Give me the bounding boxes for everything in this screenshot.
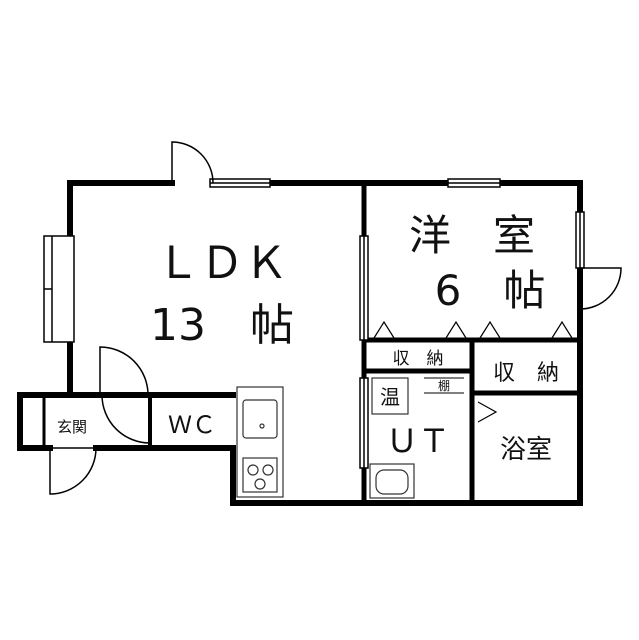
stove-icon bbox=[242, 457, 278, 493]
washbasin-icon bbox=[369, 463, 415, 499]
western-name: 洋 室 bbox=[409, 211, 535, 260]
outer-walls bbox=[17, 180, 583, 506]
water-heater-icon bbox=[371, 377, 409, 415]
bath-label: 浴室 bbox=[500, 435, 552, 465]
water-heater-label: 温 bbox=[380, 385, 400, 409]
western-size: 6 帖 bbox=[435, 266, 546, 315]
doors bbox=[49, 141, 622, 495]
closet-door-markers bbox=[373, 320, 573, 423]
storage-left-label: 収 納 bbox=[393, 349, 444, 369]
windows bbox=[43, 178, 585, 469]
kitchen bbox=[236, 386, 284, 498]
ldk-name: ＬＤＫ bbox=[156, 238, 288, 289]
toilet-label: ＷＣ bbox=[168, 411, 216, 439]
utility-label: ＵＴ bbox=[386, 422, 450, 460]
storage-right-label: 収 納 bbox=[493, 361, 559, 386]
shelf-label: 棚 bbox=[438, 378, 450, 393]
sink-icon bbox=[242, 399, 278, 439]
interior-walls bbox=[42, 183, 580, 503]
ldk-size: 13 帖 bbox=[150, 300, 294, 351]
utility-fixtures bbox=[369, 377, 464, 499]
entrance-label: 玄関 bbox=[57, 418, 87, 436]
